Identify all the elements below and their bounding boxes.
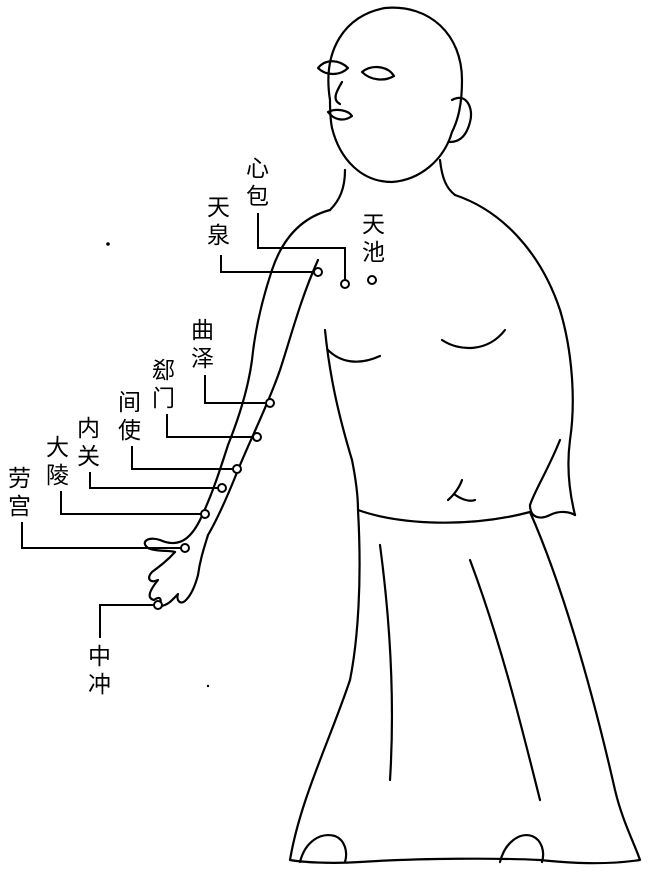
- right-eye: [362, 67, 394, 79]
- leader-tianquan: [221, 255, 318, 272]
- point-neiguan: [218, 484, 226, 492]
- label-ximen-1: 郄: [152, 358, 175, 384]
- label-zhongchong-2: 冲: [88, 672, 111, 698]
- stray-dot: [106, 242, 110, 246]
- skirt-fold-2: [470, 560, 540, 800]
- point-quze: [266, 399, 274, 407]
- right-chest: [442, 330, 505, 348]
- label-zhongchong-1: 中: [88, 644, 111, 670]
- leader-zhongchong: [100, 605, 158, 638]
- hand: [149, 552, 198, 606]
- nose: [336, 82, 342, 104]
- label-xinbao-1: 心: [246, 156, 269, 182]
- point-daling: [201, 510, 209, 518]
- label-quze-1: 曲: [191, 318, 214, 344]
- label-neiguan-1: 内: [77, 416, 100, 442]
- label-tianquan-2: 泉: [207, 223, 230, 249]
- leader-daling: [61, 491, 205, 514]
- stray-dot-2: [207, 685, 209, 687]
- torso-right: [455, 195, 575, 515]
- left-eye: [318, 61, 348, 74]
- point-xinbao: [341, 280, 349, 288]
- label-xinbao-2: 包: [246, 184, 269, 210]
- neck-line: [330, 170, 345, 210]
- leader-quze: [205, 375, 270, 403]
- label-tianquan-1: 天: [207, 195, 230, 221]
- acupoint-labels: 天 泉 心 包 天 池 曲 泽 郄 门 间 使 内 关 大 陵 劳 宫 中 冲: [8, 156, 385, 698]
- label-neiguan-2: 关: [77, 444, 100, 470]
- label-ximen-2: 门: [152, 386, 175, 412]
- navel: [448, 480, 475, 501]
- point-zhongchong: [154, 601, 162, 609]
- torso-left: [325, 330, 358, 510]
- head-outline: [328, 8, 462, 182]
- label-jianshi-2: 使: [118, 418, 141, 444]
- point-laogong: [181, 544, 189, 552]
- point-jianshi: [233, 465, 241, 473]
- leader-neiguan: [90, 472, 222, 488]
- label-daling-2: 陵: [46, 463, 69, 489]
- label-quze-2: 泽: [191, 346, 214, 372]
- acupoint-markers: [154, 268, 376, 609]
- arm-inner: [198, 260, 318, 575]
- point-tianchi: [368, 276, 376, 284]
- human-figure: [145, 8, 640, 864]
- leader-lines: [22, 213, 345, 638]
- label-tianchi-2: 池: [362, 240, 385, 266]
- point-tianquan: [314, 268, 322, 276]
- left-chest: [328, 350, 380, 362]
- left-foot: [300, 835, 346, 862]
- label-laogong-1: 劳: [8, 466, 31, 492]
- skirt: [290, 510, 640, 863]
- neck-line-back: [440, 160, 455, 195]
- leader-ximen: [167, 414, 257, 437]
- label-daling-1: 大: [46, 435, 69, 461]
- leader-laogong: [22, 522, 183, 548]
- label-jianshi-1: 间: [118, 390, 141, 416]
- label-laogong-2: 宫: [8, 494, 31, 520]
- label-tianchi-1: 天: [362, 212, 385, 238]
- point-ximen: [253, 433, 261, 441]
- skirt-fold-1: [380, 545, 392, 780]
